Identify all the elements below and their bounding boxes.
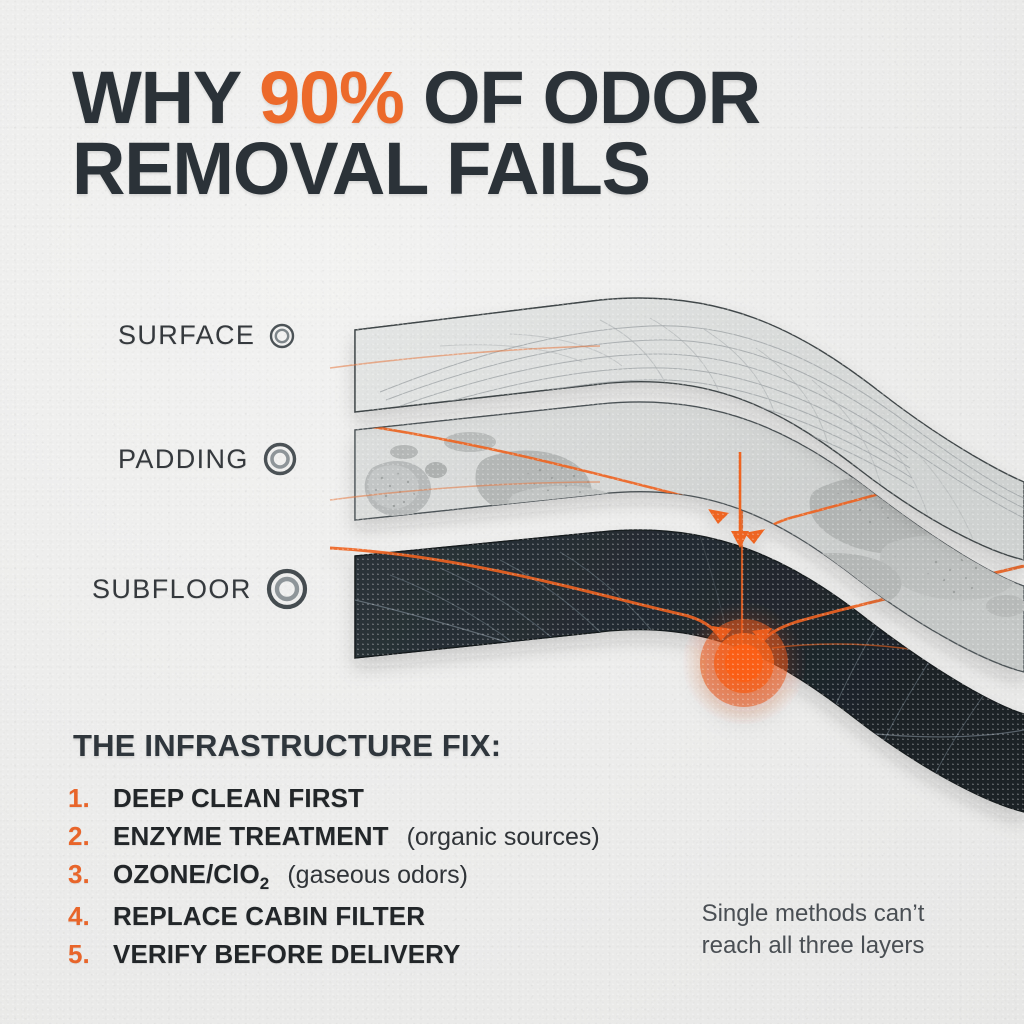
odor-arrow-into-subfloor [712, 626, 772, 642]
headline-accent-stat: 90% [259, 56, 405, 139]
caption-line-2: reach all three layers [701, 931, 925, 959]
odor-arrows-padding [708, 452, 765, 548]
layer-label-surface: SURFACE [118, 320, 295, 351]
surface-slab [354, 297, 1024, 561]
stipple-d [836, 488, 901, 524]
headline-line-1: WHY 90% OF ODOR [72, 61, 972, 135]
footnote-caption: Single methods can’t reach all three lay… [668, 898, 958, 961]
list-item-label: OZONE/ClO2 [113, 859, 269, 894]
list-item: 1. DEEP CLEAN FIRST [68, 783, 708, 814]
list-item-label: VERIFY BEFORE DELIVERY [113, 939, 461, 970]
headline-line-2: REMOVAL FAILS [72, 127, 651, 211]
subfloor-slab [329, 500, 1024, 813]
concentric-ring-icon [263, 442, 297, 476]
list-item-note: (organic sources) [406, 823, 600, 851]
label-connector-lines [329, 345, 601, 501]
headline-suffix: OF ODOR [403, 56, 761, 139]
concentric-ring-icon [266, 568, 307, 610]
stipple-b [526, 466, 589, 504]
list-item-number: 1. [68, 783, 90, 813]
infrastructure-fix-title: THE INFRASTRUCTURE FIX: [73, 728, 502, 763]
layer-label-subfloor: SUBFLOOR [92, 568, 308, 610]
layer-label-padding: PADDING [118, 442, 297, 476]
stipple-a [375, 472, 415, 508]
list-item-label: ENZYME TREATMENT [113, 821, 389, 851]
caption-line-1: Single methods can’t [701, 900, 925, 927]
list-item: 5. VERIFY BEFORE DELIVERY [68, 939, 708, 970]
layer-label-subfloor-text: SUBFLOOR [92, 573, 252, 604]
layer-label-padding-text: PADDING [118, 443, 249, 474]
foam-texture [364, 432, 1024, 624]
concentric-ring-icon [270, 323, 295, 348]
list-item-number: 2. [68, 821, 90, 851]
page-title: WHY 90% OF ODOR REMOVAL FAILS [72, 61, 972, 211]
infrastructure-fix-list: 1. DEEP CLEAN FIRST 2. ENZYME TREATMENT … [68, 783, 708, 977]
list-item: 4. REPLACE CABIN FILTER [68, 901, 708, 932]
list-item: 3. OZONE/ClO2 (gaseous odors) [68, 859, 708, 894]
stipple-c [461, 540, 519, 576]
list-item-number: 3. [68, 859, 90, 889]
list-item-subscript: 2 [259, 874, 270, 894]
headline-prefix: WHY [72, 56, 260, 139]
list-item-number: 4. [68, 901, 90, 932]
list-item-label: REPLACE CABIN FILTER [113, 901, 426, 932]
list-item-number: 5. [68, 939, 90, 970]
stipple-e [927, 558, 978, 594]
list-item-label-text: OZONE/ClO [113, 859, 260, 889]
list-item: 2. ENZYME TREATMENT (organic sources) [68, 821, 708, 852]
list-item-label: DEEP CLEAN FIRST [113, 783, 365, 813]
odor-source-glow [682, 601, 806, 725]
layer-label-surface-text: SURFACE [118, 320, 256, 350]
list-item-note: (gaseous odors) [287, 861, 469, 889]
stipple-f [611, 592, 662, 624]
padding-slab [354, 401, 1024, 673]
